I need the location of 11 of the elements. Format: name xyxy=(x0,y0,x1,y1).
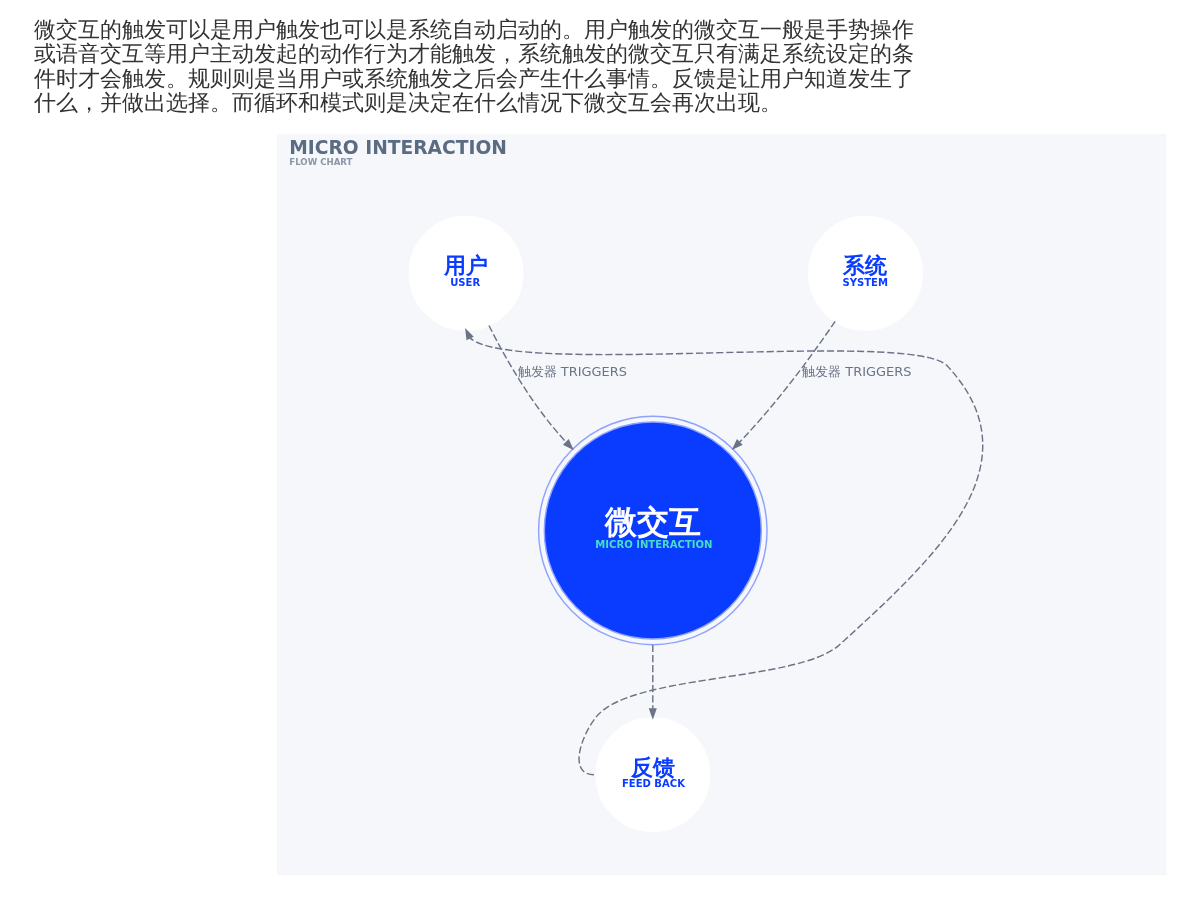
edge-label: 触发器 TRIGGERS xyxy=(802,364,912,380)
node-circle: 微交互 MICRO INTERACTION xyxy=(537,415,768,646)
arrow xyxy=(648,644,657,720)
edge-label: 触发器 TRIGGERS xyxy=(517,364,627,380)
arrow xyxy=(488,324,574,451)
arrow xyxy=(465,328,984,776)
node-circle: 反馈 FEED BACK xyxy=(595,717,711,833)
node-circle: 系统 SYSTEM xyxy=(808,215,923,331)
arrow xyxy=(731,320,836,451)
node-circle: 用户 USER xyxy=(408,215,524,331)
label: 微交互的触发可以是用户触发也可以是系统自动启动的。用户触发的微交互一般是手势操作或语音交互等用户主动发起的动作行为才能触发，系统触发的微交互只有满足系统设定的条件时才会触发。规则则是当用户或系统触发之后会产生什么事情。反馈是让用户知道发生了什么，并做出选择。而循环和模式则是决定在什么情况下微交互会再次出现。 xyxy=(34,16,915,116)
